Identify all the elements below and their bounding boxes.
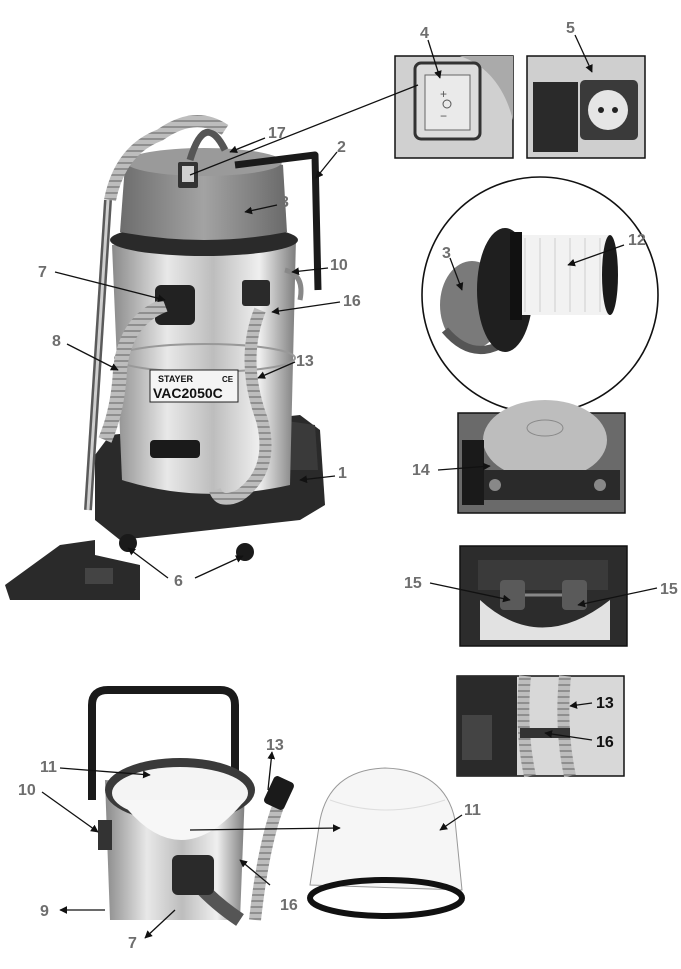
push-handle (88, 686, 239, 800)
push-handle (234, 151, 322, 291)
callout-15-left: 15 (404, 575, 422, 592)
model-plate (149, 369, 239, 403)
callout-16: 16 (343, 293, 361, 310)
callout-11-bag: 11 (464, 802, 481, 819)
callout-15-right: 15 (660, 581, 678, 598)
callout-13-inset: 13 (596, 695, 614, 712)
suction-inlet (172, 855, 214, 895)
callout-13: 13 (296, 353, 314, 370)
callout-3: 3 (280, 194, 289, 211)
inset-caster-release (457, 400, 626, 514)
callout-11: 11 (40, 759, 57, 776)
motor-head (120, 152, 287, 240)
callout-2: 2 (337, 139, 346, 156)
brand-text: STAYER (158, 374, 194, 384)
callout-13-bottom: 13 (266, 737, 284, 754)
callout-6: 6 (174, 573, 183, 590)
callout-10-bottom: 10 (18, 782, 36, 799)
cartridge-filter (515, 235, 610, 315)
callout-12: 12 (628, 232, 646, 249)
svg-text:+: + (440, 87, 447, 101)
callout-16-bottom: 16 (280, 897, 298, 914)
main-vacuum: STAYER CE VAC2050C (5, 115, 325, 600)
callout-8: 8 (52, 333, 61, 350)
inset-hose-clip (456, 675, 625, 778)
callout-4: 4 (420, 25, 429, 42)
callout-9: 9 (40, 903, 49, 920)
inset-switch: + − (394, 55, 514, 159)
drain-hose (209, 307, 272, 505)
callout-5: 5 (566, 20, 575, 37)
floor-nozzle (5, 540, 140, 600)
suction-hose (98, 298, 168, 443)
inset-latches (459, 545, 628, 647)
callout-labels: 4 5 17 2 3 10 16 7 8 13 1 6 3 12 14 15 1… (18, 20, 678, 952)
callout-14: 14 (412, 462, 430, 479)
callout-3-inset: 3 (442, 245, 451, 262)
callout-10: 10 (330, 257, 348, 274)
callout-7-bottom: 7 (128, 935, 137, 952)
bag-rim (307, 877, 465, 919)
filter-bag (307, 767, 465, 919)
callout-1: 1 (338, 465, 347, 482)
inset-socket (526, 55, 646, 159)
callout-7: 7 (38, 264, 47, 281)
inset-filter (421, 176, 659, 414)
callout-16-inset: 16 (596, 734, 614, 751)
open-tank-with-bag (88, 686, 294, 926)
caster-wheel (119, 534, 137, 552)
svg-text:−: − (440, 109, 447, 123)
ce-mark: CE (222, 375, 234, 384)
model-name: VAC2050C (153, 385, 223, 401)
callout-17: 17 (268, 125, 286, 142)
leader-lines (41, 34, 658, 939)
